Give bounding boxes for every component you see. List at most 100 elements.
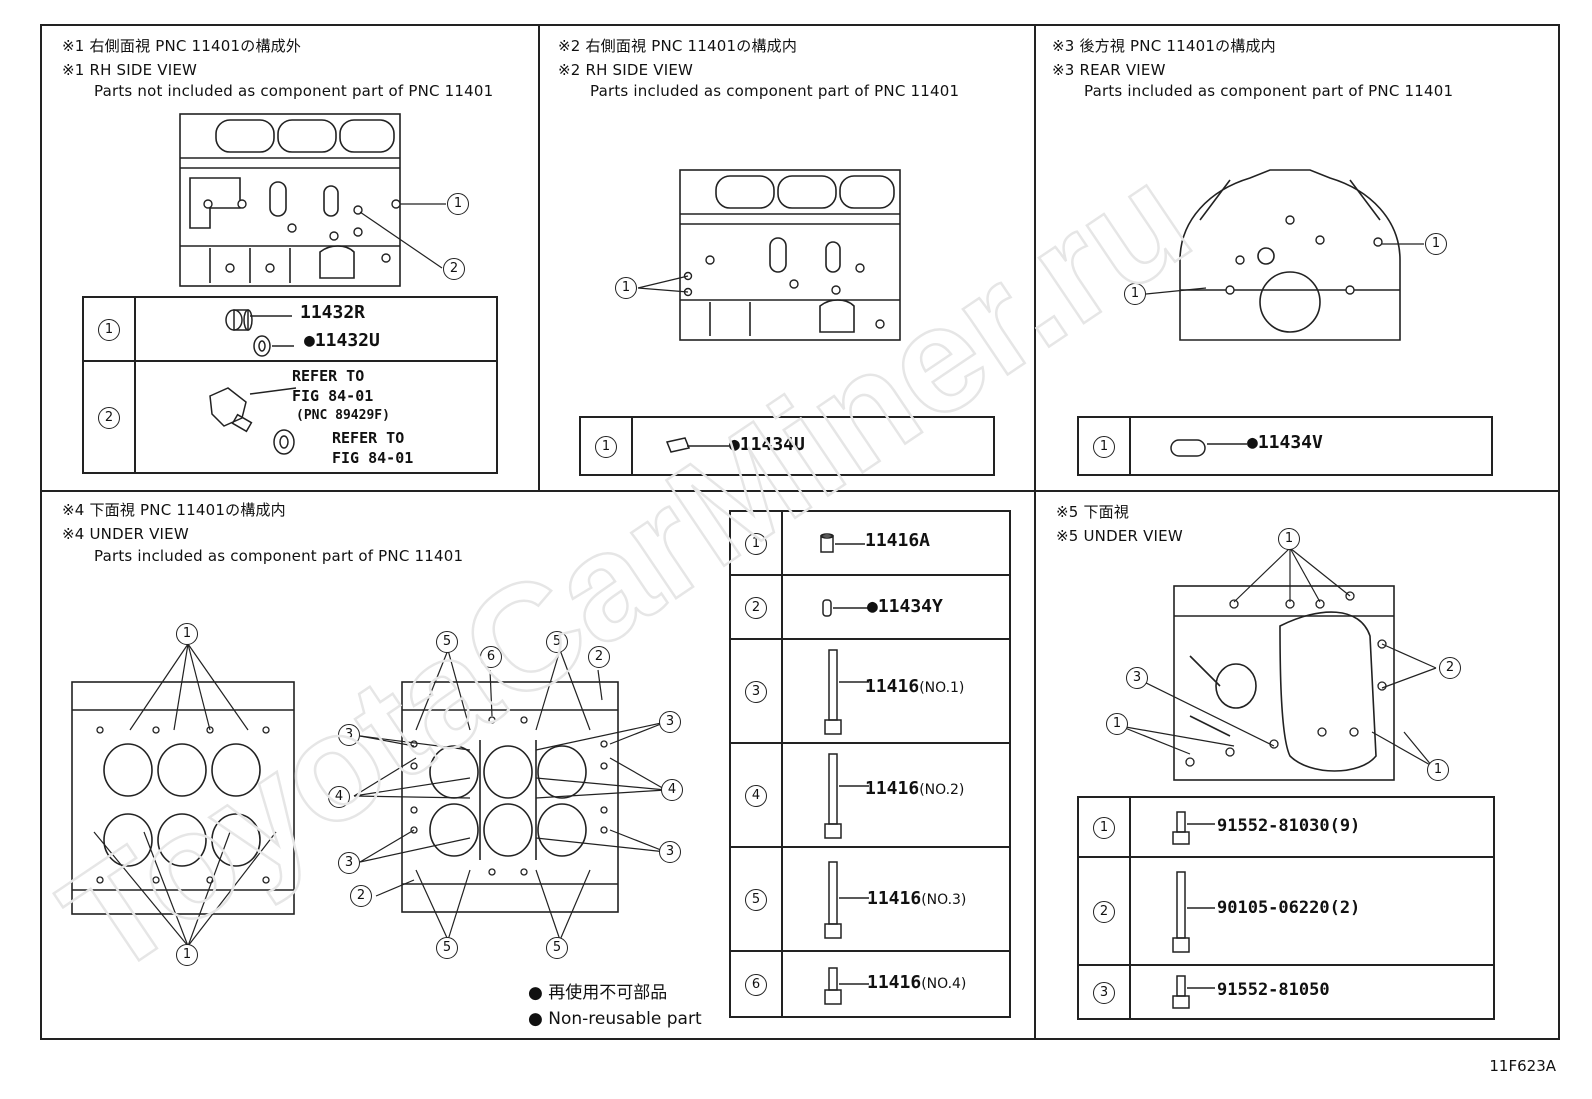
p4-callout-3-left-low: 3: [338, 852, 360, 874]
p5-title-jp: ※5 下面視: [1056, 503, 1130, 521]
p2-title-jp: ※2 右側面視 PNC 11401の構成内: [558, 37, 798, 55]
p2-parts-table: 1 ●11434U: [579, 416, 995, 476]
p4-row4-suffix: (NO.2): [919, 782, 965, 798]
p3-part-11434V: ●11434V: [1247, 432, 1323, 453]
p4-part-11416A: 11416A: [865, 530, 931, 551]
p4-row6-num: 6: [745, 973, 767, 996]
p1-title-en: ※1 RH SIDE VIEW: [62, 61, 198, 79]
p3-title-en: ※3 REAR VIEW: [1052, 61, 1166, 79]
p4-row5-part: 11416: [867, 888, 922, 909]
p1-row2-num: 2: [98, 406, 120, 429]
plug-and-gasket-icon: [225, 309, 294, 357]
p1-refer1-line2: FIG 84-01: [292, 387, 374, 405]
p1-callout-2: 2: [443, 258, 465, 280]
p2-callout-1: 1: [615, 277, 637, 299]
p5-part-90105-06220: 90105-06220(2): [1217, 898, 1361, 918]
p4-callout-5-bl: 5: [436, 937, 458, 959]
p4-part-11416-no1: 11416(NO.1): [865, 676, 964, 697]
p1-refer2-line1: REFER TO: [332, 429, 405, 447]
p4-callout-2-top: 2: [588, 646, 610, 668]
sensor-icon: [209, 387, 297, 455]
p2-part-11434U: ●11434U: [729, 434, 805, 455]
p5-part-91552-81050: 91552-81050: [1217, 980, 1330, 1000]
bolt-icon: [1172, 975, 1215, 1009]
long-bolt-icon: [1172, 871, 1215, 953]
p4-title-jp: ※4 下面視 PNC 11401の構成内: [62, 501, 286, 519]
p3-title-jp: ※3 後方視 PNC 11401の構成内: [1052, 37, 1276, 55]
p1-refer2-line2: FIG 84-01: [332, 449, 414, 467]
p4-row6-part: 11416: [867, 972, 922, 993]
p5-callout-3: 3: [1126, 667, 1148, 689]
p3-row1-num: 1: [1093, 435, 1115, 458]
pin-icon: [822, 599, 869, 617]
p5-row1-num: 1: [1093, 816, 1115, 839]
p1-title-jp: ※1 右側面視 PNC 11401の構成外: [62, 37, 302, 55]
p4-callout-5-tl: 5: [436, 631, 458, 653]
p4-left-leaders: [93, 643, 277, 947]
long-bolt-icon: [824, 753, 869, 839]
long-bolt-icon: [824, 649, 869, 735]
p5-callout-1-left: 1: [1106, 713, 1128, 735]
p4-row5-suffix: (NO.3): [921, 892, 967, 908]
p4-subtitle: Parts included as component part of PNC …: [94, 547, 464, 565]
p5-part-91552-81030: 91552-81030(9): [1217, 816, 1361, 836]
p5-block-drawing: [1173, 585, 1395, 781]
p4-part-11416-no3: 11416(NO.3): [867, 888, 966, 909]
p4-row3-num: 3: [745, 680, 767, 703]
p1-callout-1: 1: [447, 193, 469, 215]
legend-en: ● Non-reusable part: [528, 1009, 702, 1029]
divider-horizontal: [40, 490, 1560, 492]
p4-callout-3-left: 3: [338, 724, 360, 746]
p5-callout-2: 2: [1439, 657, 1461, 679]
dowel-pin-icon: [665, 437, 729, 453]
p5-parts-table: 1 91552-81030(9) 2 90105-06220(2) 3 9155…: [1077, 796, 1495, 1020]
hollow-dowel-icon: [820, 533, 865, 553]
p1-row1-num: 1: [98, 318, 120, 341]
p4-block-right-drawing: [401, 681, 619, 913]
p1-part-11432R: 11432R: [300, 302, 366, 323]
p5-title-en: ※5 UNDER VIEW: [1056, 527, 1183, 545]
p5-row3-num: 3: [1093, 981, 1115, 1004]
p4-callout-1-top: 1: [176, 623, 198, 645]
p3-rear-block-drawing: [1179, 169, 1401, 341]
p4-callout-5-br: 5: [546, 937, 568, 959]
p3-callout-leaders: [1145, 243, 1424, 295]
p4-title-en: ※4 UNDER VIEW: [62, 525, 189, 543]
p1-parts-table: 1 11432R ●11432U 2: [82, 296, 498, 474]
p5-row2-num: 2: [1093, 900, 1115, 923]
p4-block-left-drawing: [71, 681, 295, 915]
p4-row3-suffix: (NO.1): [919, 680, 965, 696]
p2-callout-leaders: [637, 275, 689, 293]
p5-callout-leaders: [1119, 547, 1437, 767]
p4-callout-4-left: 4: [328, 786, 350, 808]
short-bolt-icon: [824, 967, 869, 1005]
p4-parts-table: 1 11416A 2 ●11434Y 3 11416(NO.1) 4 11416…: [729, 510, 1011, 1018]
p1-engine-block-drawing: [179, 113, 446, 287]
p4-callout-2-low: 2: [350, 885, 372, 907]
legend-jp: ● 再使用不可部品: [528, 983, 668, 1003]
p4-row1-num: 1: [745, 532, 767, 555]
bolt-icon: [1172, 811, 1215, 845]
p4-row3-part: 11416: [865, 676, 920, 697]
p4-row5-num: 5: [745, 888, 767, 911]
p3-parts-table: 1 ●11434V: [1077, 416, 1493, 476]
p4-legend: ● 再使用不可部品 ● Non-reusable part: [528, 980, 702, 1032]
p4-callout-4-right: 4: [661, 779, 683, 801]
p1-refer1-line1: REFER TO: [292, 367, 365, 385]
p1-refer-block-2: REFER TO FIG 84-01: [332, 428, 413, 468]
p1-subtitle: Parts not included as component part of …: [94, 82, 494, 100]
p4-row4-num: 4: [745, 784, 767, 807]
p4-right-leaders: [353, 649, 667, 941]
long-bolt-icon: [824, 861, 869, 939]
p4-part-11416-no4: 11416(NO.4): [867, 972, 966, 993]
p2-title-en: ※2 RH SIDE VIEW: [558, 61, 694, 79]
p2-row1-num: 1: [595, 435, 617, 458]
figure-code: 11F623A: [1489, 1057, 1556, 1075]
p4-row6-suffix: (NO.4): [921, 976, 967, 992]
p5-callout-1-top: 1: [1278, 528, 1300, 550]
dowel-sleeve-icon: [1170, 439, 1247, 457]
diagram-frame: [40, 24, 1560, 1040]
p3-callout-1b: 1: [1124, 283, 1146, 305]
p4-part-11434Y: ●11434Y: [867, 596, 943, 617]
p3-subtitle: Parts included as component part of PNC …: [1084, 82, 1454, 100]
